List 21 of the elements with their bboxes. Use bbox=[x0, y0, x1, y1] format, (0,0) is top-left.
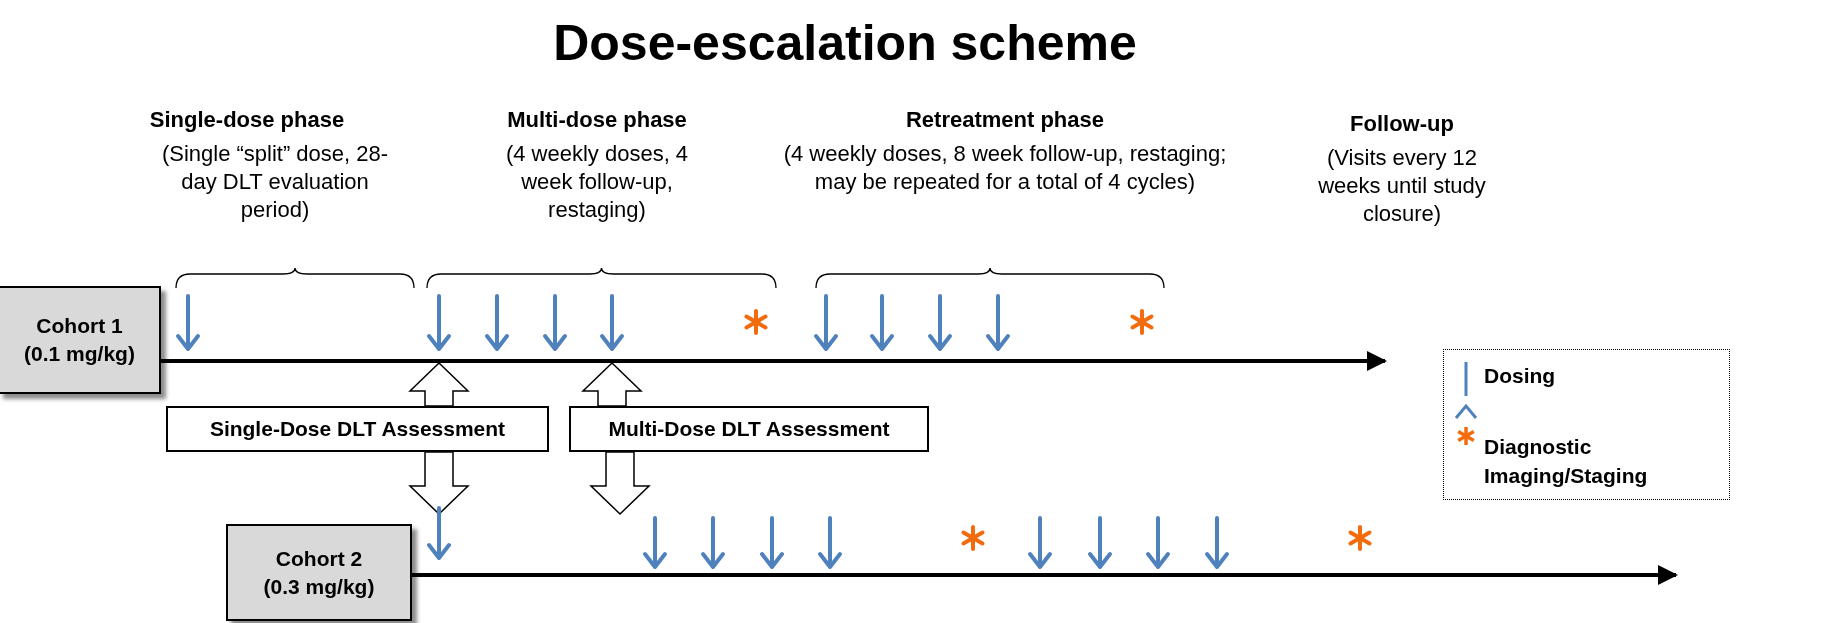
assessment-box: Multi-Dose DLT Assessment bbox=[569, 406, 929, 452]
timeline-arrow bbox=[161, 351, 1387, 371]
phase-heading: Retreatment phase bbox=[904, 106, 1106, 134]
hollow-arrow bbox=[408, 451, 470, 516]
phase-heading: Single-dose phase bbox=[148, 106, 346, 134]
hollow-arrow bbox=[408, 361, 470, 407]
phase-description: (Visits every 12 weeks until study closure) bbox=[1317, 144, 1487, 228]
phase-heading: Multi-dose phase bbox=[506, 106, 688, 134]
hollow-arrow bbox=[589, 451, 651, 516]
assessment-box: Single-Dose DLT Assessment bbox=[166, 406, 549, 452]
timeline-arrow bbox=[412, 565, 1678, 585]
phase-description: (4 weekly doses, 4 week follow-up, restaging) bbox=[504, 140, 690, 224]
phase-description: (4 weekly doses, 8 week follow-up, restaging; may be repeated for a total of 4 cycles) bbox=[782, 140, 1228, 196]
diagram-title: Dose-escalation scheme bbox=[552, 14, 1138, 72]
hollow-arrow bbox=[581, 361, 643, 407]
phase-description: (Single “split” dose, 28-day DLT evaluation period) bbox=[160, 140, 390, 224]
cohort-box: Cohort 1 (0.1 mg/kg) bbox=[0, 286, 161, 394]
phase-heading: Follow-up bbox=[1349, 110, 1455, 138]
legend-text: Dosing bbox=[1484, 363, 1557, 389]
legend-text: Diagnostic Imaging/Staging bbox=[1484, 434, 1649, 489]
cohort-box: Cohort 2 (0.3 mg/kg) bbox=[226, 524, 412, 621]
